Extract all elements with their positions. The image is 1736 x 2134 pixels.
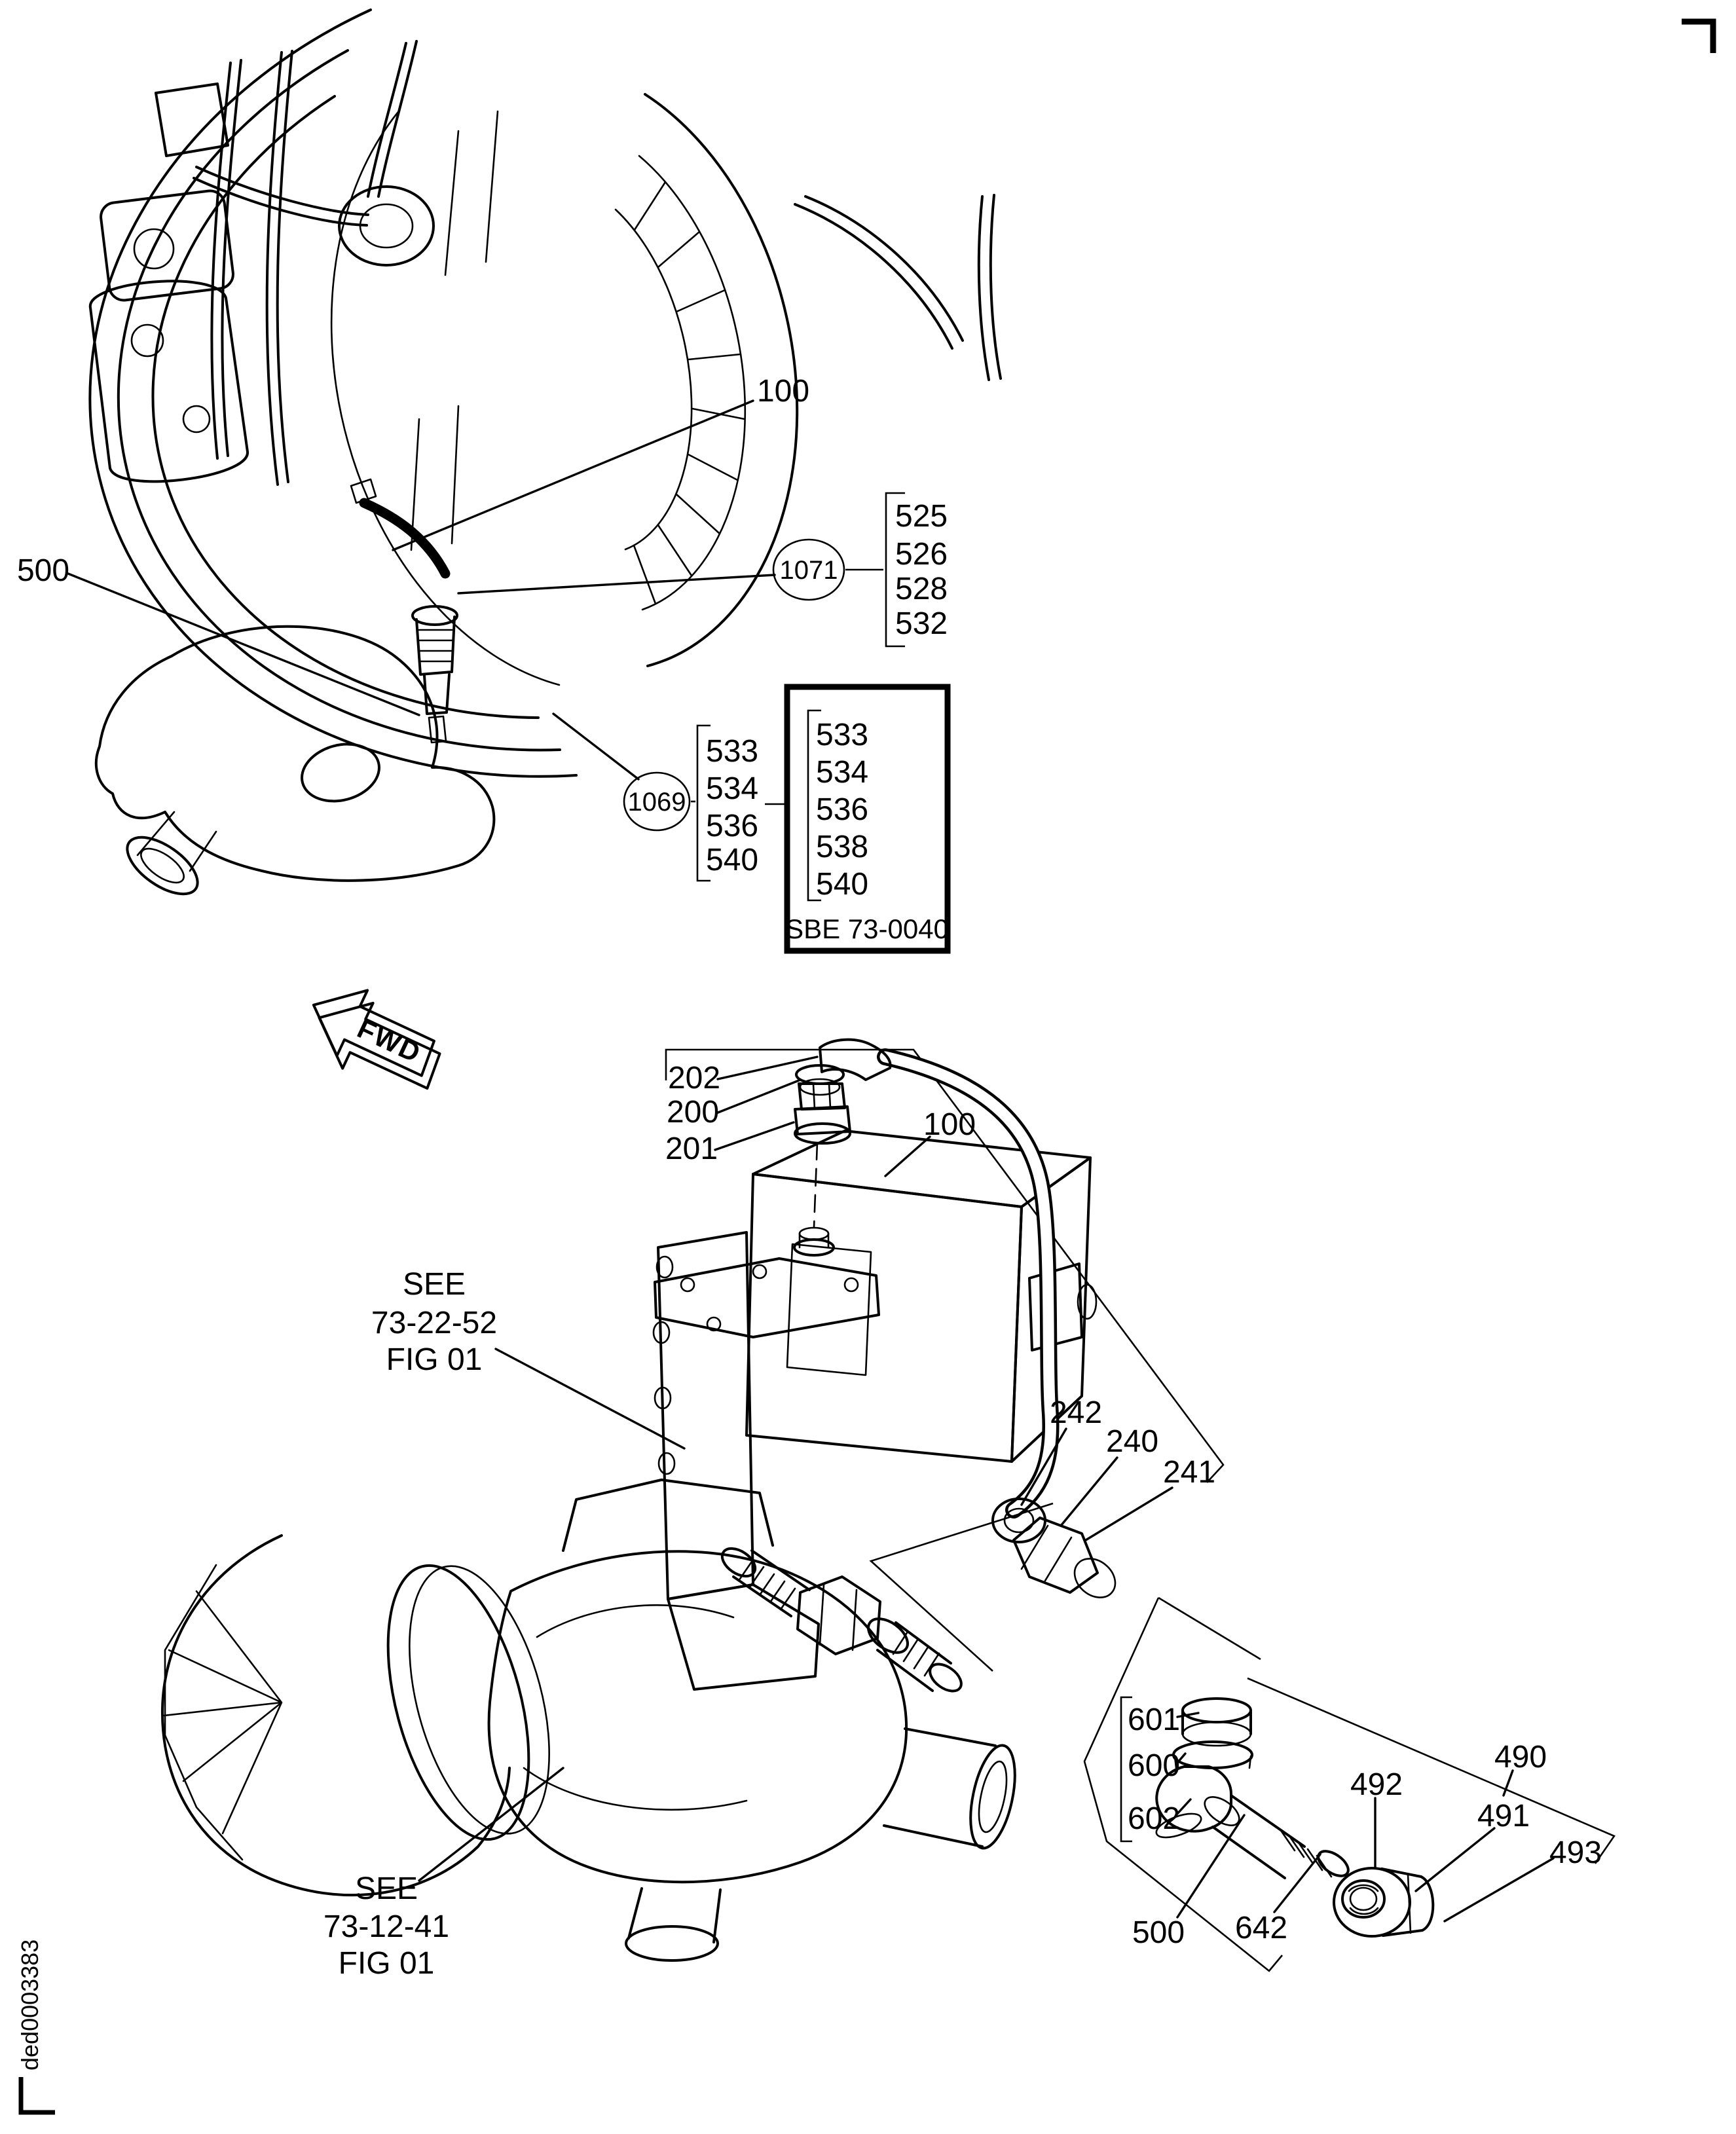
turbocharger-illustration	[160, 1479, 1016, 1962]
sbe-reference-box: 533 534 536 538 540 SBE 73-0040	[784, 684, 951, 954]
item-533: 533	[706, 734, 758, 769]
hardware-frame-490	[1247, 1677, 1616, 1864]
page-corner-mark-bottom-left	[18, 2077, 55, 2115]
page-corner-mark-top-right	[1682, 18, 1716, 53]
ref-box-border	[784, 684, 951, 954]
item-526: 526	[895, 537, 948, 572]
fuel-pump-illustration	[652, 1048, 1225, 1691]
callout-492: 492	[1350, 1767, 1403, 1802]
balloon-1071-label: 1071	[780, 556, 838, 585]
item-528: 528	[895, 572, 948, 606]
pump-section-frame	[665, 1048, 1225, 1483]
callout-202: 202	[668, 1061, 720, 1095]
pump-inlet-elbow-fitting	[794, 1038, 892, 1145]
callout-240: 240	[1106, 1424, 1158, 1459]
leader-balloon-1069	[552, 712, 640, 781]
fwd-arrow: FWD	[312, 989, 441, 1090]
balloon-1069-label: 1069	[628, 788, 686, 817]
callout-491: 491	[1477, 1799, 1530, 1833]
see-ref-turbo-line3: FIG 01	[339, 1946, 435, 1981]
hardware-frame-left	[1083, 1597, 1283, 1972]
item-536: 536	[706, 809, 758, 843]
union-nut	[1333, 1867, 1435, 1938]
bracket-1069	[696, 724, 711, 882]
see-ref-pump-line3: FIG 01	[386, 1342, 483, 1377]
hardware-group: 601 600 602	[1083, 1596, 1616, 1972]
see-ref-pump-line2: 73-22-52	[371, 1306, 497, 1340]
turbo-section-plane	[869, 1502, 1054, 1672]
centerline-dashed	[813, 1141, 819, 1228]
leader-balloon-1071	[457, 574, 776, 595]
engine-fan-illustration	[88, 9, 1002, 896]
box-item-534: 534	[816, 755, 868, 790]
see-ref-pump-line1: SEE	[403, 1267, 466, 1302]
ref-box-code: SBE 73-0040	[785, 913, 949, 944]
leader-500-top	[67, 572, 420, 716]
leader-100-top	[392, 399, 754, 551]
fuel-pipe-100-on-engine	[359, 498, 451, 579]
injector-assembly-on-engine	[411, 605, 458, 744]
tube-outlet-elbow-fitting	[991, 1498, 1117, 1598]
callout-490: 490	[1494, 1740, 1547, 1775]
balloon-1069-circle	[623, 771, 691, 832]
item-601: 601	[1128, 1702, 1180, 1737]
callout-493: 493	[1549, 1835, 1602, 1870]
callout-201: 201	[665, 1131, 718, 1166]
callout-241: 241	[1163, 1455, 1215, 1490]
bracket-1071	[885, 492, 905, 648]
item-534: 534	[706, 771, 758, 806]
see-ref-turbo-line1: SEE	[355, 1871, 418, 1906]
fan-blade-ticks	[633, 181, 746, 605]
box-item-540: 540	[816, 867, 868, 902]
document-id: ded0003383	[16, 1940, 43, 2070]
see-ref-turbo-line2: 73-12-41	[323, 1909, 449, 1944]
callout-100-tube: 100	[923, 1107, 976, 1142]
banjo-elbow-assembly	[1155, 1697, 1350, 1879]
item-532: 532	[895, 606, 948, 641]
turbo-oil-fitting	[720, 1502, 1054, 1693]
fwd-arrow-face	[312, 989, 435, 1077]
bracket-ref-box	[807, 709, 821, 902]
top-figure-callouts: 100 500 1071 525 526 528 532 1069 533 53…	[17, 374, 951, 954]
box-item-536: 536	[816, 792, 868, 827]
box-item-533: 533	[816, 718, 868, 752]
callout-242: 242	[1050, 1395, 1102, 1430]
see-ref-pump: SEE 73-22-52 FIG 01	[371, 1267, 686, 1450]
hardware-frame-top-right	[1158, 1596, 1261, 1661]
callout-100-top: 100	[757, 374, 809, 409]
balloon-1071-circle	[772, 538, 845, 601]
callout-500-hw: 500	[1132, 1915, 1185, 1950]
bracket-601-600-602	[1120, 1696, 1132, 1843]
item-525: 525	[895, 499, 948, 534]
see-ref-turbo: SEE 73-12-41 FIG 01	[323, 1767, 564, 1981]
item-540: 540	[706, 843, 758, 877]
callout-642: 642	[1235, 1911, 1287, 1945]
callout-500-top: 500	[17, 553, 69, 588]
item-600: 600	[1128, 1748, 1180, 1783]
pump-figure-callouts: 202 200 201 100 242 240 241 SEE 73-22-52…	[371, 1056, 1215, 1541]
callout-200: 200	[667, 1095, 719, 1130]
box-item-538: 538	[816, 830, 868, 864]
